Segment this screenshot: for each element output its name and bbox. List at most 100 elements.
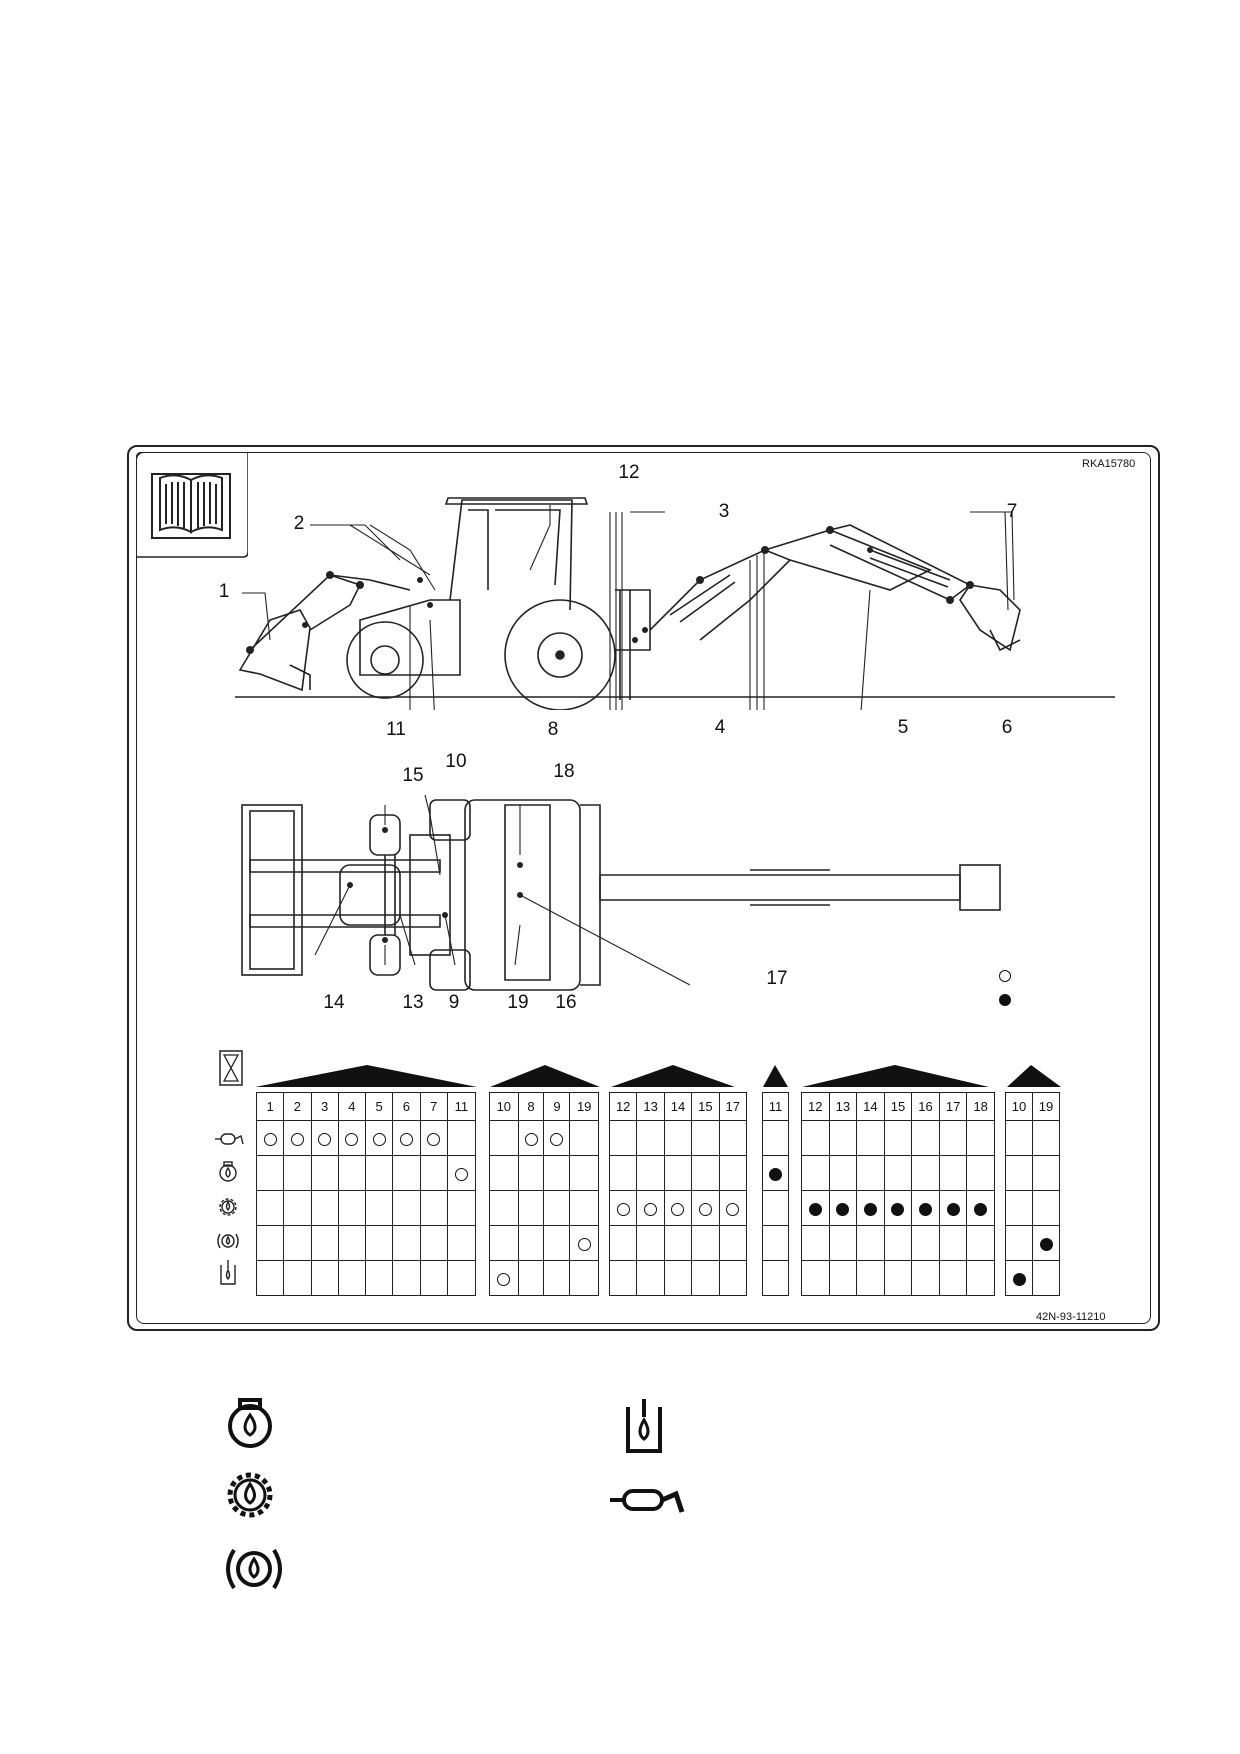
schedule-cell [1005,1120,1033,1156]
schedule-cell [801,1225,830,1261]
schedule-column-header: 5 [364,1092,394,1121]
open-circle-mark [454,1167,468,1181]
callout-16: 16 [555,992,577,1013]
schedule-cell [883,1155,913,1191]
interval-triangles [255,1065,1061,1087]
schedule-row-engine-oil [255,1155,477,1191]
schedule-cell [569,1225,599,1261]
schedule-cell [517,1120,545,1156]
schedule-row-gear-oil [1005,1190,1060,1226]
brake-oil-icon [226,1548,282,1590]
schedule-cell [966,1120,995,1156]
schedule-column-header: 14 [663,1092,693,1121]
schedule-cell [966,1225,995,1261]
schedule-cell [636,1155,665,1191]
schedule-cell [1032,1120,1060,1156]
open-circle-mark [318,1132,332,1146]
open-circle-mark [290,1132,304,1146]
schedule-cell [883,1260,913,1296]
hydraulic-tank-icon [626,1399,662,1453]
schedule-column-header: 9 [543,1092,571,1121]
callout-3: 3 [718,501,730,522]
gear-oil-icon [227,1472,273,1518]
schedule-cell [569,1120,599,1156]
callout-15: 15 [402,765,424,786]
open-circle-mark [263,1132,277,1146]
schedule-row-grease-gun [1005,1120,1060,1156]
callout-9: 9 [448,992,460,1013]
engine-oil-icon [219,1161,237,1182]
schedule-column-header: 1 [255,1092,285,1121]
schedule-row-hydraulic-tank [489,1260,599,1296]
schedule-row-brake-oil [762,1225,789,1261]
schedule-column-header: 4 [337,1092,367,1121]
schedule-cell [446,1190,477,1226]
schedule-cell [364,1155,394,1191]
schedule-cell [543,1155,571,1191]
open-circle-mark [616,1202,630,1216]
schedule-row-grease-gun [762,1120,789,1156]
schedule-cell [762,1190,789,1226]
schedule-row-hydraulic-tank [608,1260,748,1296]
schedule-cell [364,1225,394,1261]
schedule-cell [569,1260,599,1296]
open-circle-mark [427,1132,441,1146]
schedule-cell [1005,1225,1033,1261]
schedule-column-header: 17 [718,1092,748,1121]
schedule-cell [310,1225,339,1261]
schedule-row-brake-oil [608,1225,748,1261]
schedule-cell [255,1155,285,1191]
schedule-cell [856,1225,885,1261]
schedule-row-engine-oil [608,1155,748,1191]
filled-circle-mark [919,1202,933,1216]
schedule-row-hydraulic-tank [255,1260,477,1296]
diagram-frame [127,445,1160,1331]
diagram-inner-frame [136,452,1151,1324]
schedule-cell [255,1120,285,1156]
schedule-cell [718,1190,748,1226]
filled-circle-mark [891,1202,905,1216]
schedule-cell [1032,1155,1060,1191]
drawing-code: RKA15780 [1078,458,1140,470]
schedule-row-engine-oil [489,1155,599,1191]
schedule-cell [337,1120,367,1156]
callout-18: 18 [553,761,575,782]
schedule-row-brake-oil [489,1225,599,1261]
callout-7: 7 [1006,501,1018,522]
schedule-cell [446,1120,477,1156]
schedule-cell [938,1155,968,1191]
hydraulic-tank-icon [220,1260,236,1285]
schedule-row-brake-oil [255,1225,477,1261]
callout-17: 17 [766,968,788,989]
schedule-column-header: 8 [517,1092,545,1121]
schedule-cell [543,1225,571,1261]
schedule-cell [392,1260,421,1296]
schedule-cell [1032,1225,1060,1261]
schedule-row-engine-oil [801,1155,995,1191]
open-circle-mark [671,1202,685,1216]
schedule-column-header: 12 [801,1092,830,1121]
schedule-cell [762,1120,789,1156]
schedule-cell [608,1225,638,1261]
schedule-cell [1032,1260,1060,1296]
schedule-cell [828,1260,858,1296]
schedule-cell [938,1260,968,1296]
open-circle-mark [399,1132,413,1146]
schedule-cell [489,1120,519,1156]
schedule-row-gear-oil [255,1190,477,1226]
schedule-cell [856,1190,885,1226]
filled-circle-mark [1012,1272,1026,1286]
schedule-cell [517,1225,545,1261]
schedule-cell [856,1155,885,1191]
gear-oil-icon [219,1198,237,1216]
schedule-row-grease-gun [255,1120,477,1156]
filled-circle-mark [769,1167,782,1181]
schedule-cell [691,1155,720,1191]
schedule-cell [636,1260,665,1296]
callout-4: 4 [714,717,726,738]
schedule-cell [856,1120,885,1156]
schedule-cell [283,1120,312,1156]
